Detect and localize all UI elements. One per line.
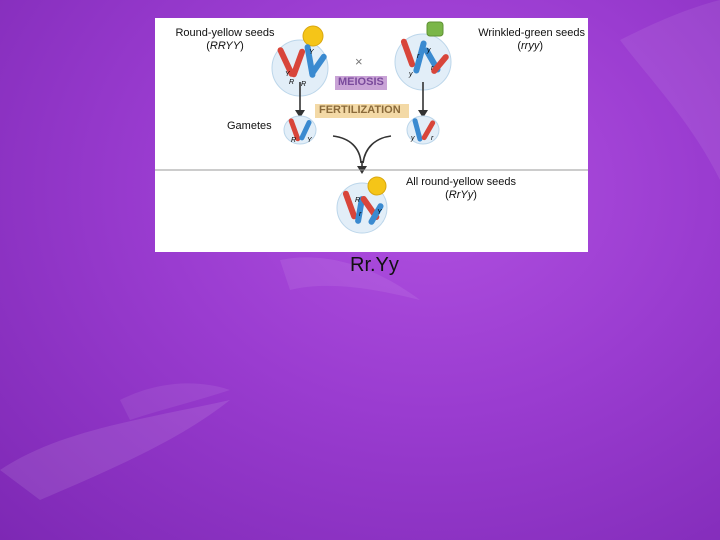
chromosome-blue — [412, 118, 423, 142]
chromosome-blue — [299, 120, 312, 141]
chromosome-red — [342, 190, 358, 220]
allele-label: r — [431, 65, 434, 72]
offspring-genotype-line: (RrYy) — [445, 189, 477, 201]
allele-label: r — [359, 211, 362, 218]
gametes-label: Gametes — [227, 120, 272, 132]
parent-right-label: Wrinkled-green seeds (rryy) — [449, 27, 585, 53]
chromosome-blue — [368, 203, 384, 225]
chromosome-blue — [309, 53, 327, 77]
parent-left-label: Round-yellow seeds (RRYY) — [160, 27, 290, 53]
offspring-phenotype: All round-yellow seeds — [405, 176, 517, 188]
parent-right-genotype-line: (rryy) — [517, 40, 543, 52]
green-seed-icon — [426, 21, 444, 37]
allele-label: R — [291, 137, 296, 144]
yellow-seed-icon — [302, 25, 324, 47]
dihybrid-cross-figure: R R Y Y r y y r R Y y r R r Y × Round-ye… — [155, 18, 588, 252]
allele-label: Y — [309, 49, 315, 56]
allele-label: r — [417, 53, 420, 60]
arrowhead — [418, 110, 428, 118]
allele-label: Y — [377, 209, 383, 216]
parent-left-genotype-line: (RRYY) — [206, 40, 244, 52]
meiosis-label: MEIOSIS — [338, 76, 384, 88]
chromosome-red — [290, 48, 306, 78]
parent-left-phenotype: Round-yellow seeds — [175, 27, 275, 39]
arrowhead — [295, 110, 305, 118]
chromosome-red — [421, 120, 436, 141]
parent-left-genotype: RRYY — [209, 40, 241, 52]
allele-label: r — [431, 135, 434, 142]
fertilization-label: FERTILIZATION — [319, 104, 401, 116]
allele-label: R — [301, 81, 306, 88]
chromosome-blue — [413, 40, 427, 74]
chromosome-red — [400, 38, 416, 68]
allele-label: y — [410, 135, 415, 142]
yellow-seed-icon — [367, 176, 387, 196]
fertilization-arrow-right — [362, 135, 392, 164]
allele-label: R — [289, 79, 294, 86]
cross-symbol: × — [355, 54, 363, 69]
figure-graphics: R R Y Y r y y r R Y y r R r Y × — [155, 21, 588, 234]
allele-label: y — [408, 71, 413, 78]
offspring-label: All round-yellow seeds (RrYy) — [391, 176, 531, 202]
fertilization-arrow-left — [332, 135, 362, 164]
meiosis-banner-bg — [335, 76, 387, 90]
fertilization-banner-bg — [315, 104, 409, 118]
allele-label: Y — [285, 71, 291, 78]
slide-caption: Rr.Yy — [350, 254, 399, 276]
parent-right-genotype: rryy — [521, 40, 540, 52]
chromosome-red — [277, 47, 295, 77]
chromosome-blue — [355, 196, 365, 224]
allele-label: y — [426, 47, 431, 54]
allele-label: R — [355, 197, 360, 204]
chromosome-red — [431, 54, 449, 74]
parent-right-phenotype: Wrinkled-green seeds — [478, 27, 585, 39]
chromosome-red — [288, 118, 301, 142]
offspring-genotype: RrYy — [448, 189, 474, 201]
allele-label: Y — [307, 137, 313, 144]
